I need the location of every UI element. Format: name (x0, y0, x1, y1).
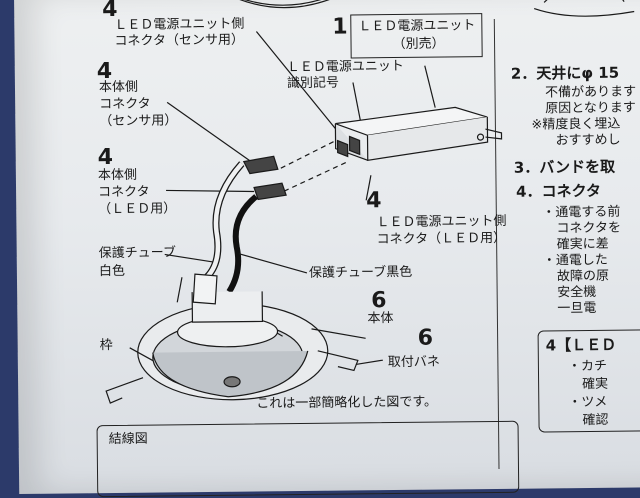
led-note-title: 4【ＬＥＤ (545, 335, 617, 355)
callout-label: 本体側 (98, 79, 139, 96)
callout-label: （別売） (392, 36, 445, 53)
callout-label: 取付バネ (387, 354, 440, 371)
callout-label: ＬＥＤ電源ユニット側 (114, 16, 245, 33)
callout-label: コネクタ（センサ用） (114, 32, 245, 49)
callout-label: （ＬＥＤ用） (98, 201, 177, 218)
step-text: コネクタを (556, 220, 622, 237)
step-4-heading: 4．コネクタ (516, 181, 602, 201)
led-note-text: ・ツメ (568, 394, 608, 411)
callout-step-number: 6 (371, 288, 387, 314)
step-text: 故障の原 (556, 268, 610, 285)
step-text: 原因となります (545, 100, 636, 117)
callout-label: ＬＥＤ電源ユニット (286, 58, 404, 76)
step-text: ・通電する前 (542, 204, 621, 221)
step-text: 一旦電 (557, 300, 597, 317)
top-fixture-outline (223, 0, 345, 6)
fixture-body-drawing (137, 273, 329, 401)
callout-label: 枠 (99, 337, 113, 354)
led-power-unit-drawing (334, 106, 503, 162)
callout-label: コネクタ（ＬＥＤ用） (376, 230, 507, 248)
step-text: おすすめし (555, 132, 621, 149)
step-text: 確実に差 (556, 236, 609, 253)
callout-step-number: 6 (417, 325, 434, 351)
step-2-heading: 2．天井にφ 15 (510, 63, 620, 83)
wiring-diagram-box (96, 420, 520, 498)
step-text: 不備があります (544, 84, 637, 101)
step-text: ※精度良く埋込 (531, 116, 621, 133)
callout-label: ＬＥＤ電源ユニット (358, 18, 476, 35)
step-text: ・通電した (542, 252, 608, 269)
callout-label: 保護チューブ (98, 245, 177, 262)
callout-label: ＬＥＤ電源ユニット側 (376, 213, 507, 231)
callout-step-number: 1 (332, 14, 348, 40)
callout-label: 本体側 (97, 167, 137, 184)
callout-label: コネクタ (98, 184, 150, 201)
step-3-heading: 3．バンドを取 (513, 157, 616, 177)
callout-step-number: 4 (366, 188, 382, 214)
callout-label: 識別記号 (286, 75, 340, 92)
callout-label: 保護チューブ黒色 (308, 264, 413, 281)
instruction-sheet: 4 ＬＥＤ電源ユニット側 コネクタ（センサ用） 1 ＬＥＤ電源ユニット （別売）… (14, 0, 640, 498)
led-note-text: ・カチ (567, 358, 608, 375)
callout-label: （センサ用） (99, 113, 178, 130)
led-note-text: 確認 (582, 412, 609, 429)
diagram-caption: これは一部簡略化した図です。 (256, 394, 438, 412)
fixture-diagram (105, 0, 635, 469)
callout-label: 本体 (367, 311, 394, 327)
led-note-text: 確実 (582, 376, 609, 393)
callout-label: コネクタ (99, 96, 151, 113)
callout-step-number: 4 (97, 144, 114, 171)
callout-label: 白色 (98, 263, 126, 280)
wiring-diagram-title: 結線図 (108, 431, 148, 448)
step-text: 安全機 (557, 284, 597, 301)
